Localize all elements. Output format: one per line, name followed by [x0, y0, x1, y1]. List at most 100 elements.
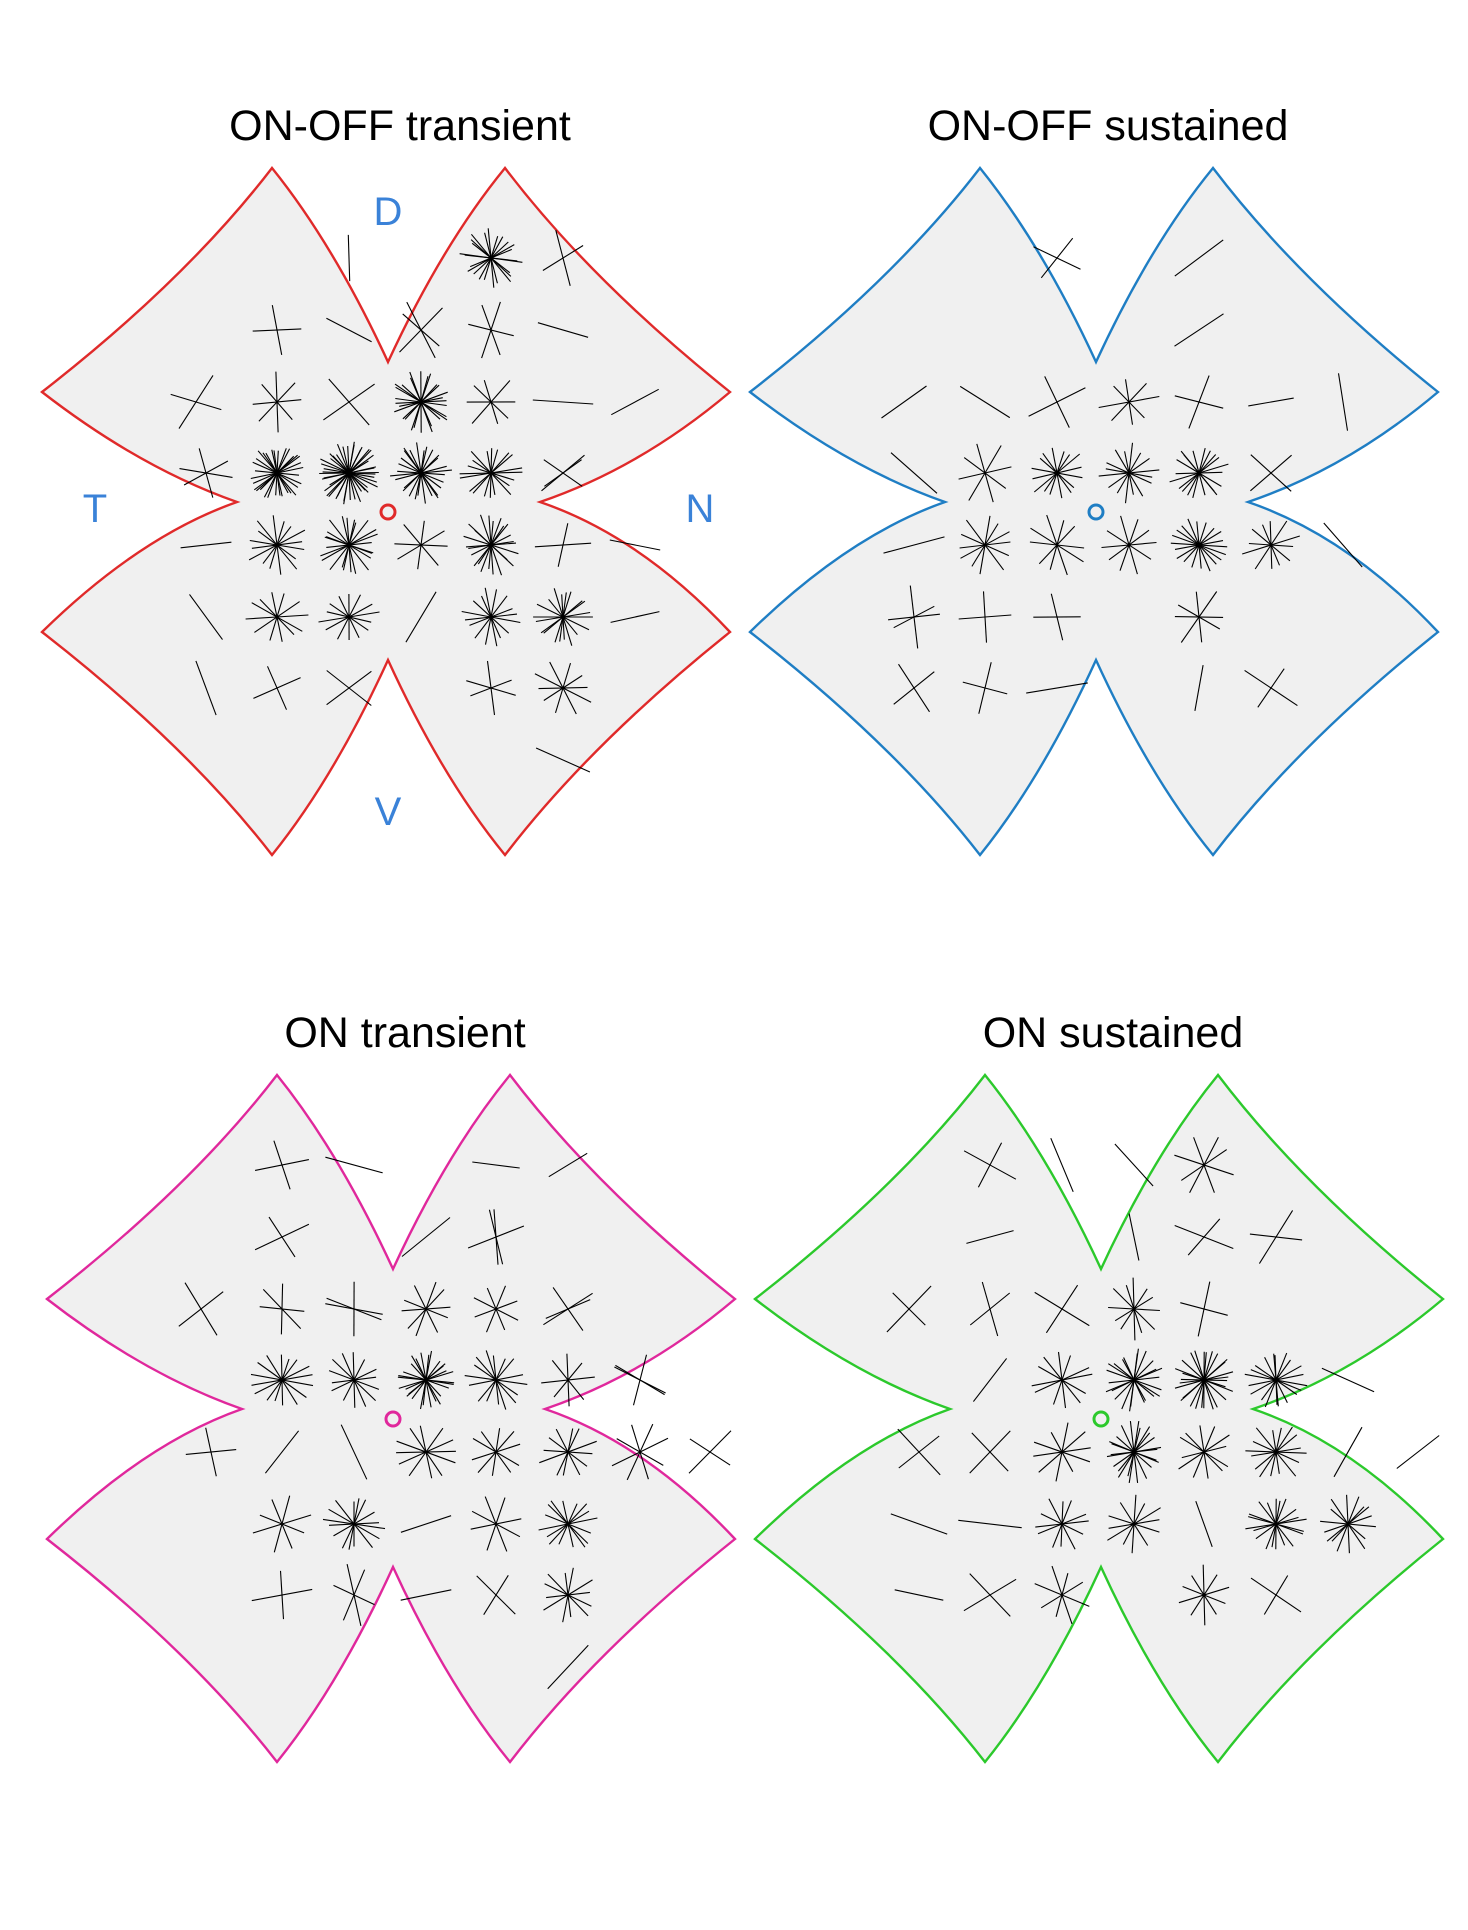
direction-vector	[329, 519, 369, 571]
direction-vector	[405, 591, 437, 643]
direction-vector	[898, 663, 930, 713]
direction-vector	[548, 1152, 588, 1178]
direction-vector	[1250, 1577, 1302, 1613]
panel-on-sustained: ON sustained	[753, 1009, 1445, 1764]
direction-vector	[1179, 1436, 1229, 1468]
direction-vector	[488, 1209, 504, 1265]
vector-cluster	[1174, 1350, 1234, 1410]
vector-cluster	[390, 442, 452, 504]
vector-cluster	[1098, 442, 1160, 504]
direction-vector	[609, 539, 661, 551]
direction-vector	[1114, 1143, 1154, 1187]
direction-vector	[1026, 682, 1088, 694]
vector-cluster	[1250, 454, 1292, 492]
vector-cluster	[333, 1563, 375, 1627]
vector-cluster	[959, 385, 1011, 419]
direction-vector	[958, 614, 1012, 620]
panel-on-transient: ON transient	[45, 1009, 737, 1764]
vector-cluster	[179, 448, 233, 498]
direction-vector	[1124, 379, 1134, 425]
direction-vector	[1323, 522, 1363, 568]
direction-vector	[1396, 1435, 1440, 1469]
direction-vector	[972, 1358, 1008, 1402]
panel-on-off-sustained: ON-OFF sustained	[748, 102, 1440, 857]
temporal-label: T	[83, 487, 107, 531]
direction-vector	[323, 383, 375, 421]
vector-cluster	[962, 662, 1008, 714]
vector-cluster	[688, 1430, 732, 1474]
direction-vector	[1249, 1233, 1303, 1241]
direction-vector	[481, 304, 501, 356]
direction-vector	[553, 1362, 583, 1398]
vector-cluster	[890, 1513, 948, 1535]
direction-vector	[1195, 1501, 1213, 1547]
direction-vector	[1336, 1496, 1360, 1552]
vector-cluster	[958, 443, 1012, 503]
vector-cluster	[1321, 1367, 1375, 1393]
direction-vector	[689, 1438, 731, 1466]
vector-cluster	[609, 539, 661, 551]
direction-vector	[1042, 452, 1072, 494]
direction-vector	[390, 469, 452, 477]
vector-cluster	[254, 1140, 310, 1190]
direction-vector	[189, 594, 223, 640]
vector-cluster	[245, 592, 309, 642]
direction-vector	[1174, 313, 1224, 347]
vector-cluster	[1242, 520, 1300, 570]
direction-vector	[400, 1589, 452, 1601]
direction-vector	[185, 1449, 237, 1455]
vector-cluster	[1320, 1494, 1376, 1554]
direction-vector	[471, 242, 511, 274]
vector-cluster	[1108, 1277, 1160, 1341]
direction-vector-field	[881, 237, 1363, 714]
vector-cluster	[250, 448, 304, 498]
direction-vector	[1264, 1352, 1288, 1408]
vector-cluster	[1195, 1501, 1213, 1547]
vector-cluster	[254, 1216, 310, 1258]
panel-on-off-transient: ON-OFF transient D V T N	[40, 102, 732, 857]
direction-vector	[1194, 665, 1204, 711]
vector-cluster	[470, 1496, 522, 1552]
direction-vector	[268, 1216, 296, 1258]
vector-cluster	[542, 230, 584, 286]
panel-title: ON-OFF sustained	[928, 102, 1289, 150]
optic-disc-marker	[384, 1410, 402, 1428]
direction-vector	[262, 1289, 302, 1329]
direction-vector	[897, 1428, 941, 1476]
retina-outline	[40, 166, 732, 857]
vector-cluster	[461, 587, 521, 647]
vector-cluster	[535, 747, 591, 773]
direction-vector	[547, 1644, 589, 1690]
vector-cluster	[1034, 1284, 1090, 1334]
direction-vector	[419, 1425, 433, 1479]
direction-vector	[966, 1230, 1014, 1244]
vector-cluster	[1098, 379, 1160, 425]
vector-cluster	[1028, 376, 1086, 428]
panel-title: ON transient	[284, 1009, 525, 1057]
vector-cluster	[881, 385, 927, 419]
direction-vector	[483, 1575, 509, 1615]
vector-cluster	[534, 661, 592, 715]
vector-cluster	[325, 1156, 383, 1174]
vector-cluster	[252, 371, 302, 433]
vector-cluster	[1178, 1564, 1230, 1626]
direction-vector	[473, 1297, 519, 1321]
vector-cluster	[538, 1500, 598, 1548]
vector-cluster	[405, 591, 437, 643]
vector-cluster	[195, 660, 217, 716]
optic-disc-marker	[1087, 503, 1105, 521]
direction-vector	[1117, 1432, 1151, 1472]
direction-vector	[958, 1519, 1022, 1529]
optic-disc-marker	[1092, 1410, 1110, 1428]
vector-cluster	[890, 452, 938, 494]
direction-vector	[553, 588, 573, 646]
vector-cluster	[1180, 1281, 1228, 1337]
direction-vector	[1129, 1348, 1139, 1412]
direction-vector	[1119, 1502, 1149, 1546]
vector-cluster	[401, 1281, 451, 1337]
vector-cluster	[886, 1285, 932, 1333]
vector-cluster	[969, 1430, 1011, 1474]
vector-cluster	[547, 1644, 589, 1690]
dorsal-label: D	[374, 190, 403, 234]
direction-vector	[1333, 1426, 1363, 1478]
